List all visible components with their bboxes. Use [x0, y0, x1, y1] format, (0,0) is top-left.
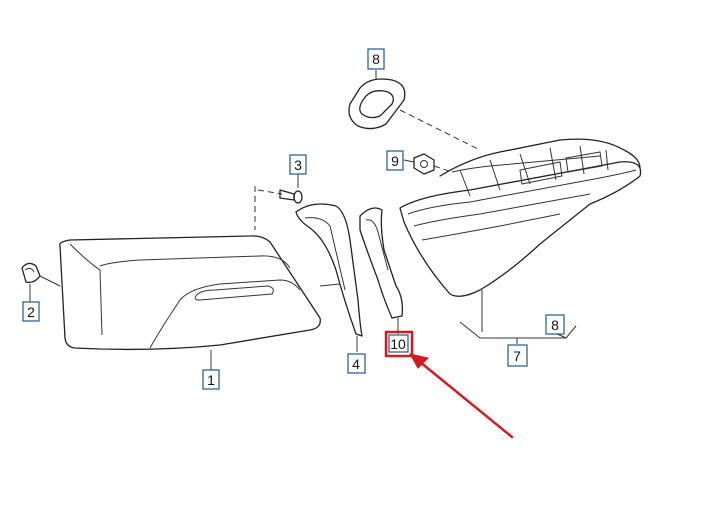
callout-7: 7: [507, 344, 528, 367]
svg-text:3: 3: [294, 157, 302, 173]
callout-9: 9: [386, 150, 404, 171]
callout-2: 2: [22, 301, 40, 322]
svg-text:8: 8: [372, 51, 380, 67]
svg-text:7: 7: [513, 348, 521, 364]
callout-8-right: 8: [545, 314, 565, 335]
part-4-gasket: [295, 203, 363, 352]
part-10-bracket: [359, 207, 404, 334]
callout-4: 4: [347, 353, 366, 374]
callout-3: 3: [289, 154, 307, 175]
svg-text:2: 2: [27, 304, 35, 320]
red-arrow-icon: [409, 353, 514, 439]
part-7-inner-tail-light: [399, 138, 642, 332]
part-3-screw: [254, 174, 303, 230]
part-9-nut: [403, 153, 453, 175]
part-8-seal-ring: [348, 70, 481, 151]
callout-8-top: 8: [367, 48, 385, 70]
svg-text:10: 10: [390, 336, 406, 352]
part-1-outer-tail-light: [59, 235, 321, 351]
svg-text:4: 4: [352, 356, 360, 372]
callout-10: 10: [388, 334, 409, 353]
highlight-box: [384, 330, 414, 358]
callout-1: 1: [202, 350, 220, 390]
svg-text:8: 8: [551, 317, 559, 333]
svg-text:1: 1: [207, 372, 215, 388]
part-2-nut: [21, 262, 61, 302]
svg-text:9: 9: [391, 153, 399, 169]
